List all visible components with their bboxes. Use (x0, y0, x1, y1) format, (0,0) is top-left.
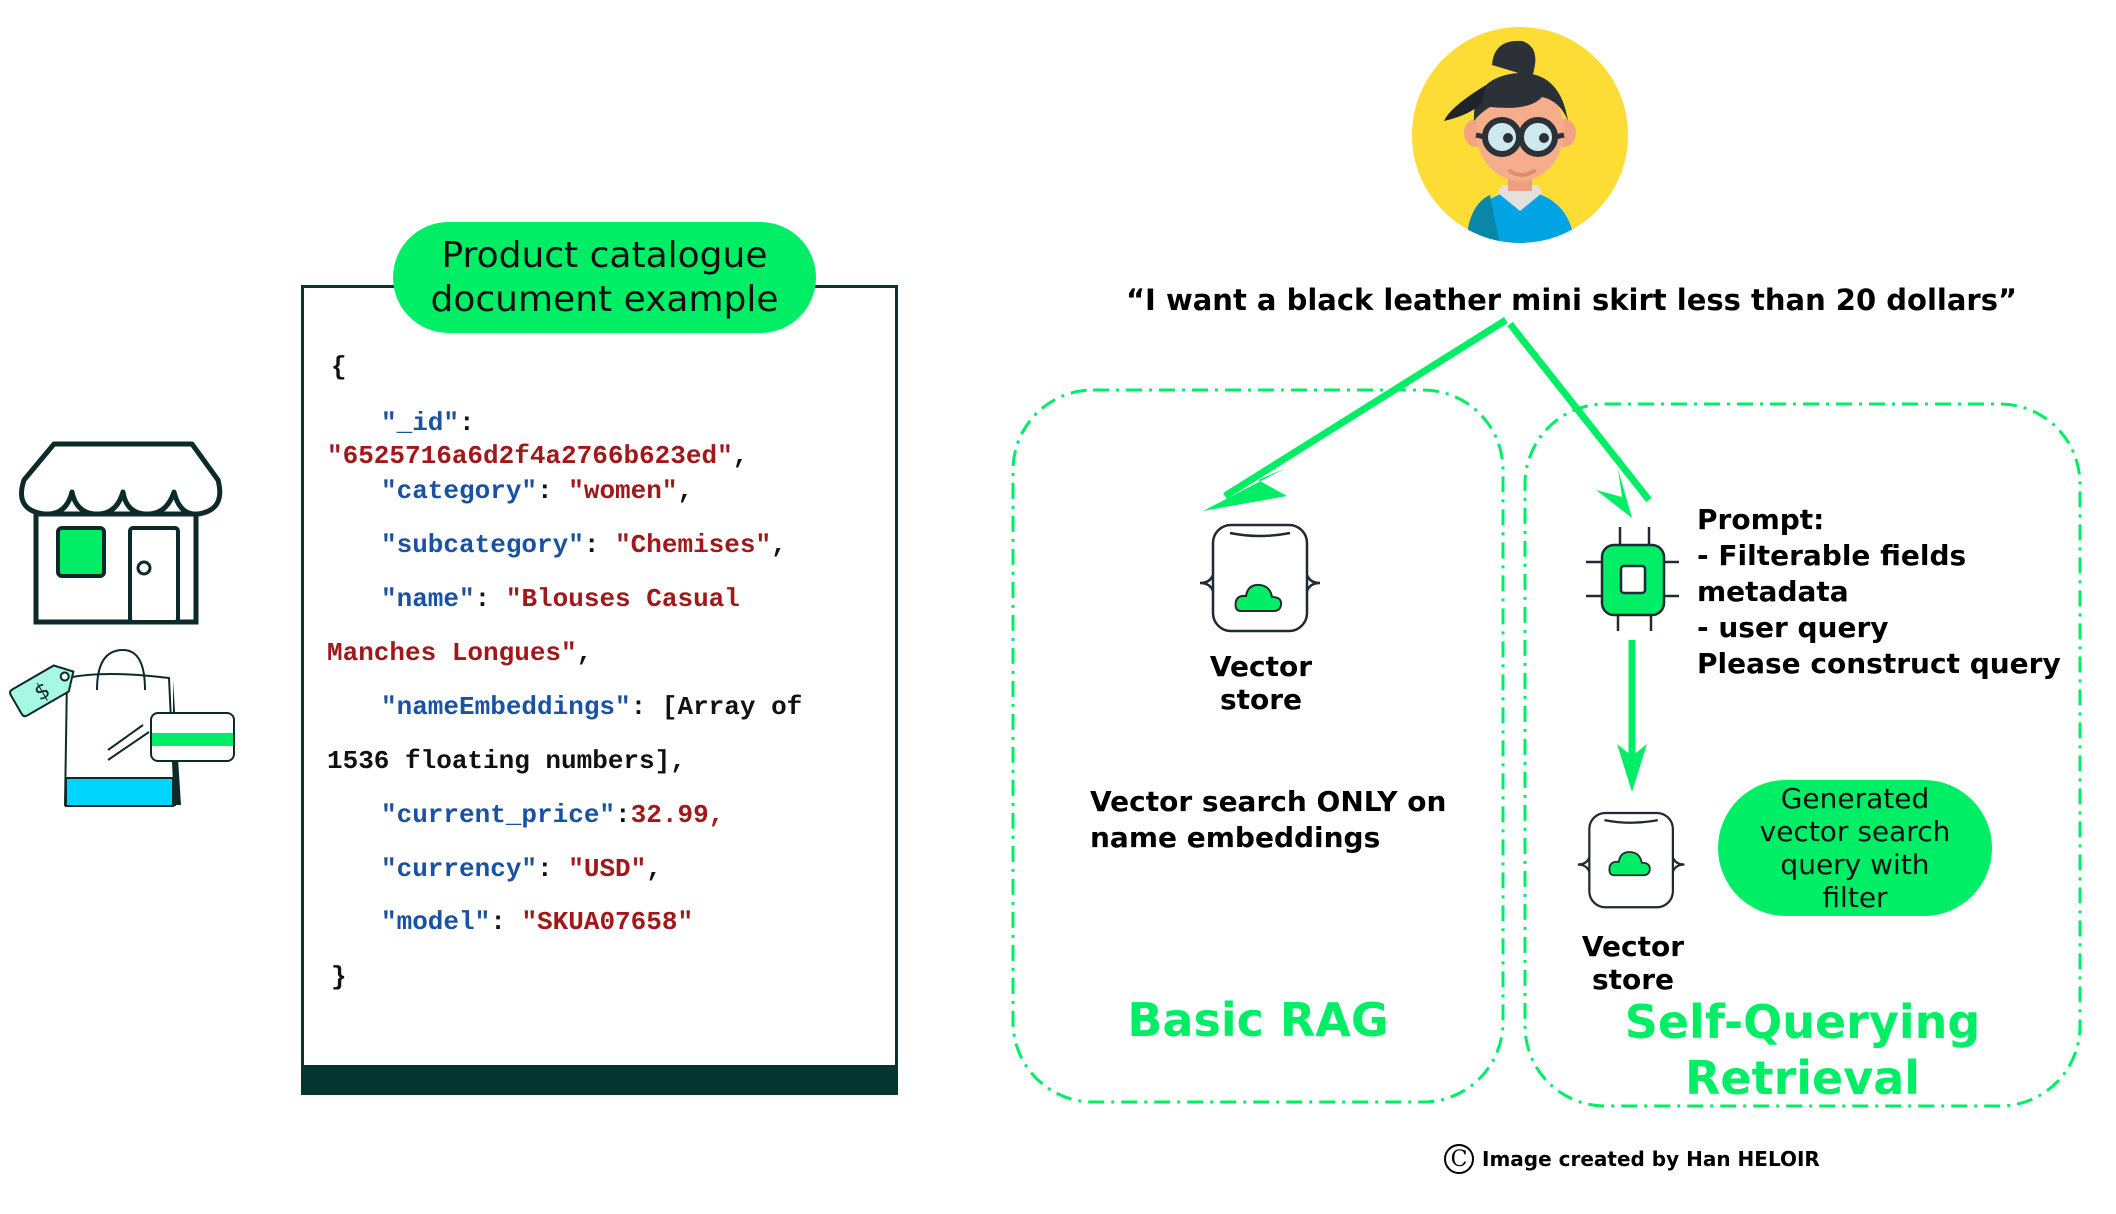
json-open-brace: { (331, 352, 347, 382)
json-value: "USD" (568, 854, 647, 884)
generated-query-line: filter (1822, 881, 1888, 914)
document-title-line1: Product catalogue (441, 234, 768, 276)
json-line-embeddings-cont: 1536 floating numbers], (327, 746, 686, 776)
document-title-line2: document example (430, 278, 779, 320)
prompt-line: - Filterable fields (1697, 539, 1967, 572)
self-querying-prompt: Prompt: - Filterable fields metadata - u… (1697, 502, 2061, 682)
generated-query-line: vector search (1759, 815, 1951, 848)
json-line-id-value: "6525716a6d2f4a2766b623ed", (327, 441, 749, 471)
arrow-head-vector-store (1617, 744, 1647, 792)
self-querying-vector-store-label: Vector store (1581, 930, 1685, 996)
json-line-id: "_id": (381, 408, 475, 438)
json-value: "women" (568, 476, 678, 506)
json-key: "current_price" (381, 800, 616, 830)
json-line-name-cont: Manches Longues", (327, 638, 593, 668)
prompt-line: - user query (1697, 611, 1889, 644)
json-line-model: "model": "SKUA07658" (381, 907, 694, 937)
self-querying-title: Self-Querying Retrieval (1525, 994, 2080, 1106)
basic-rag-description: Vector search ONLY on name embeddings (1090, 784, 1446, 856)
shopping-bag-icon: $ (8, 648, 235, 807)
json-key: "nameEmbeddings" (381, 692, 631, 722)
prompt-line: Please construct query (1697, 647, 2061, 680)
json-line-subcategory: "subcategory": "Chemises", (381, 530, 787, 560)
arrow-query-to-basic-rag (1223, 317, 1508, 499)
json-value: "Chemises" (615, 530, 772, 560)
llm-chip-icon (1586, 527, 1679, 631)
document-card-footer-bar (301, 1065, 898, 1095)
arrow-query-to-self-querying (1507, 321, 1652, 503)
json-line-currency: "currency": "USD", (381, 854, 662, 884)
image-credit: C Image created by Han HELOIR (1444, 1144, 1820, 1174)
user-avatar (1412, 27, 1628, 243)
basic-rag-title: Basic RAG (1127, 993, 1389, 1047)
json-line-embeddings: "nameEmbeddings": [Array of (381, 692, 803, 722)
generated-query-line: query with (1780, 848, 1930, 881)
generated-query-pill: Generated vector search query with filte… (1718, 780, 1992, 916)
json-value: "Blouses Casual (505, 584, 740, 614)
store-icon (19, 441, 223, 625)
json-key: "model" (381, 907, 491, 937)
copyright-icon: C (1444, 1144, 1474, 1174)
document-card (301, 285, 898, 1095)
vector-store-icon (1577, 811, 1685, 909)
json-key: "name" (381, 584, 475, 614)
prompt-line: Prompt: (1697, 503, 1825, 536)
credit-text: Image created by Han HELOIR (1482, 1147, 1820, 1171)
json-key: "category" (381, 476, 538, 506)
json-line-category: "category": "women", (381, 476, 694, 506)
json-line-name: "name": "Blouses Casual (381, 584, 740, 614)
json-value: "SKUA07658" (521, 907, 694, 937)
arrow-head-basic-rag (1203, 468, 1287, 511)
json-close-brace: } (331, 962, 347, 992)
json-key: "currency" (381, 854, 538, 884)
self-querying-title-line1: Self-Querying (1624, 995, 1981, 1049)
document-title-pill: Product catalogue document example (393, 222, 816, 333)
json-key: "subcategory" (381, 530, 584, 560)
json-key: "_id" (381, 408, 460, 438)
json-value: 32.99, (630, 800, 725, 830)
basic-rag-description-line1: Vector search ONLY on (1090, 785, 1447, 818)
json-value: "6525716a6d2f4a2766b623ed" (327, 441, 733, 471)
json-value: [Array of (661, 692, 803, 722)
user-query-text: “I want a black leather mini skirt less … (1126, 283, 2018, 317)
json-value: Manches Longues" (327, 638, 577, 668)
arrow-head-self-querying (1596, 469, 1632, 518)
prompt-line: metadata (1697, 575, 1849, 608)
generated-query-line: Generated (1780, 782, 1930, 815)
vector-store-icon (1199, 523, 1321, 633)
json-line-price: "current_price":32.99, (381, 800, 725, 830)
self-querying-title-line2: Retrieval (1684, 1051, 1921, 1105)
basic-rag-description-line2: name embeddings (1090, 821, 1381, 854)
basic-rag-vector-store-label: Vector store (1209, 650, 1313, 716)
